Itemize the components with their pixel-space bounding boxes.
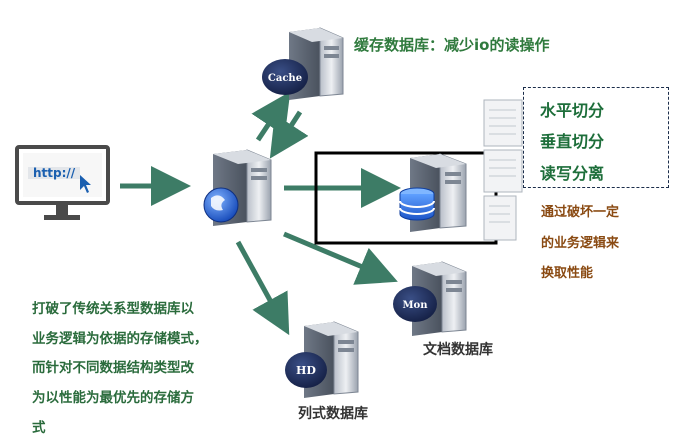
note-left-line-2: 业务逻辑为依据的存储模式， <box>32 331 208 347</box>
note-right-line-2: 的业务逻辑来 <box>541 236 620 251</box>
column-db-label: 列式数据库 <box>298 406 368 422</box>
cache-badge <box>262 59 308 95</box>
arrows <box>120 91 401 336</box>
note-left-line-3: 而针对不同数据结构类型改 <box>32 360 194 376</box>
arrow-web-to-cache <box>251 91 291 142</box>
database-disk-icon <box>399 187 435 221</box>
browser-url-text: http:// <box>33 166 76 180</box>
cache-db-title: 缓存数据库：减少io的读操作 <box>354 36 550 54</box>
database-server <box>399 153 467 232</box>
note-right-line-3: 换取性能 <box>541 266 594 281</box>
browser-monitor: http:// <box>15 145 110 220</box>
arrow-web-to-column-db <box>235 240 290 336</box>
mon-badge <box>393 286 437 322</box>
op-read-write-split: 读写分离 <box>540 164 605 183</box>
column-db-server: HD <box>285 321 359 398</box>
op-horizontal-split: 水平切分 <box>540 101 605 120</box>
cache-badge-label: Cache <box>268 73 302 84</box>
note-left-line-1: 打破了传统关系型数据库以 <box>32 301 194 317</box>
op-vertical-split: 垂直切分 <box>540 132 605 151</box>
web-server <box>203 149 272 226</box>
cache-server: Cache <box>262 27 344 100</box>
document-db-server: Mon <box>393 261 467 336</box>
document-stack-icons <box>483 99 523 241</box>
note-left-line-4: 为以性能为最优先的存储方 <box>32 390 194 406</box>
mon-badge-label: Mon <box>402 300 428 311</box>
document-icon <box>483 99 523 147</box>
document-db-label: 文档数据库 <box>423 342 493 358</box>
document-icon <box>483 149 523 193</box>
note-left-line-5: 式 <box>32 420 46 436</box>
document-icon <box>483 195 517 241</box>
cursor-icon <box>80 175 91 193</box>
note-right-line-1: 通过破坏一定 <box>541 205 620 220</box>
hd-badge-label: HD <box>296 364 316 377</box>
arrow-web-to-doc-db <box>283 231 398 285</box>
hd-badge <box>285 352 327 388</box>
arrow-cache-to-web <box>269 110 309 159</box>
sharding-ops-box: 水平切分 垂直切分 读写分离 <box>523 87 669 188</box>
